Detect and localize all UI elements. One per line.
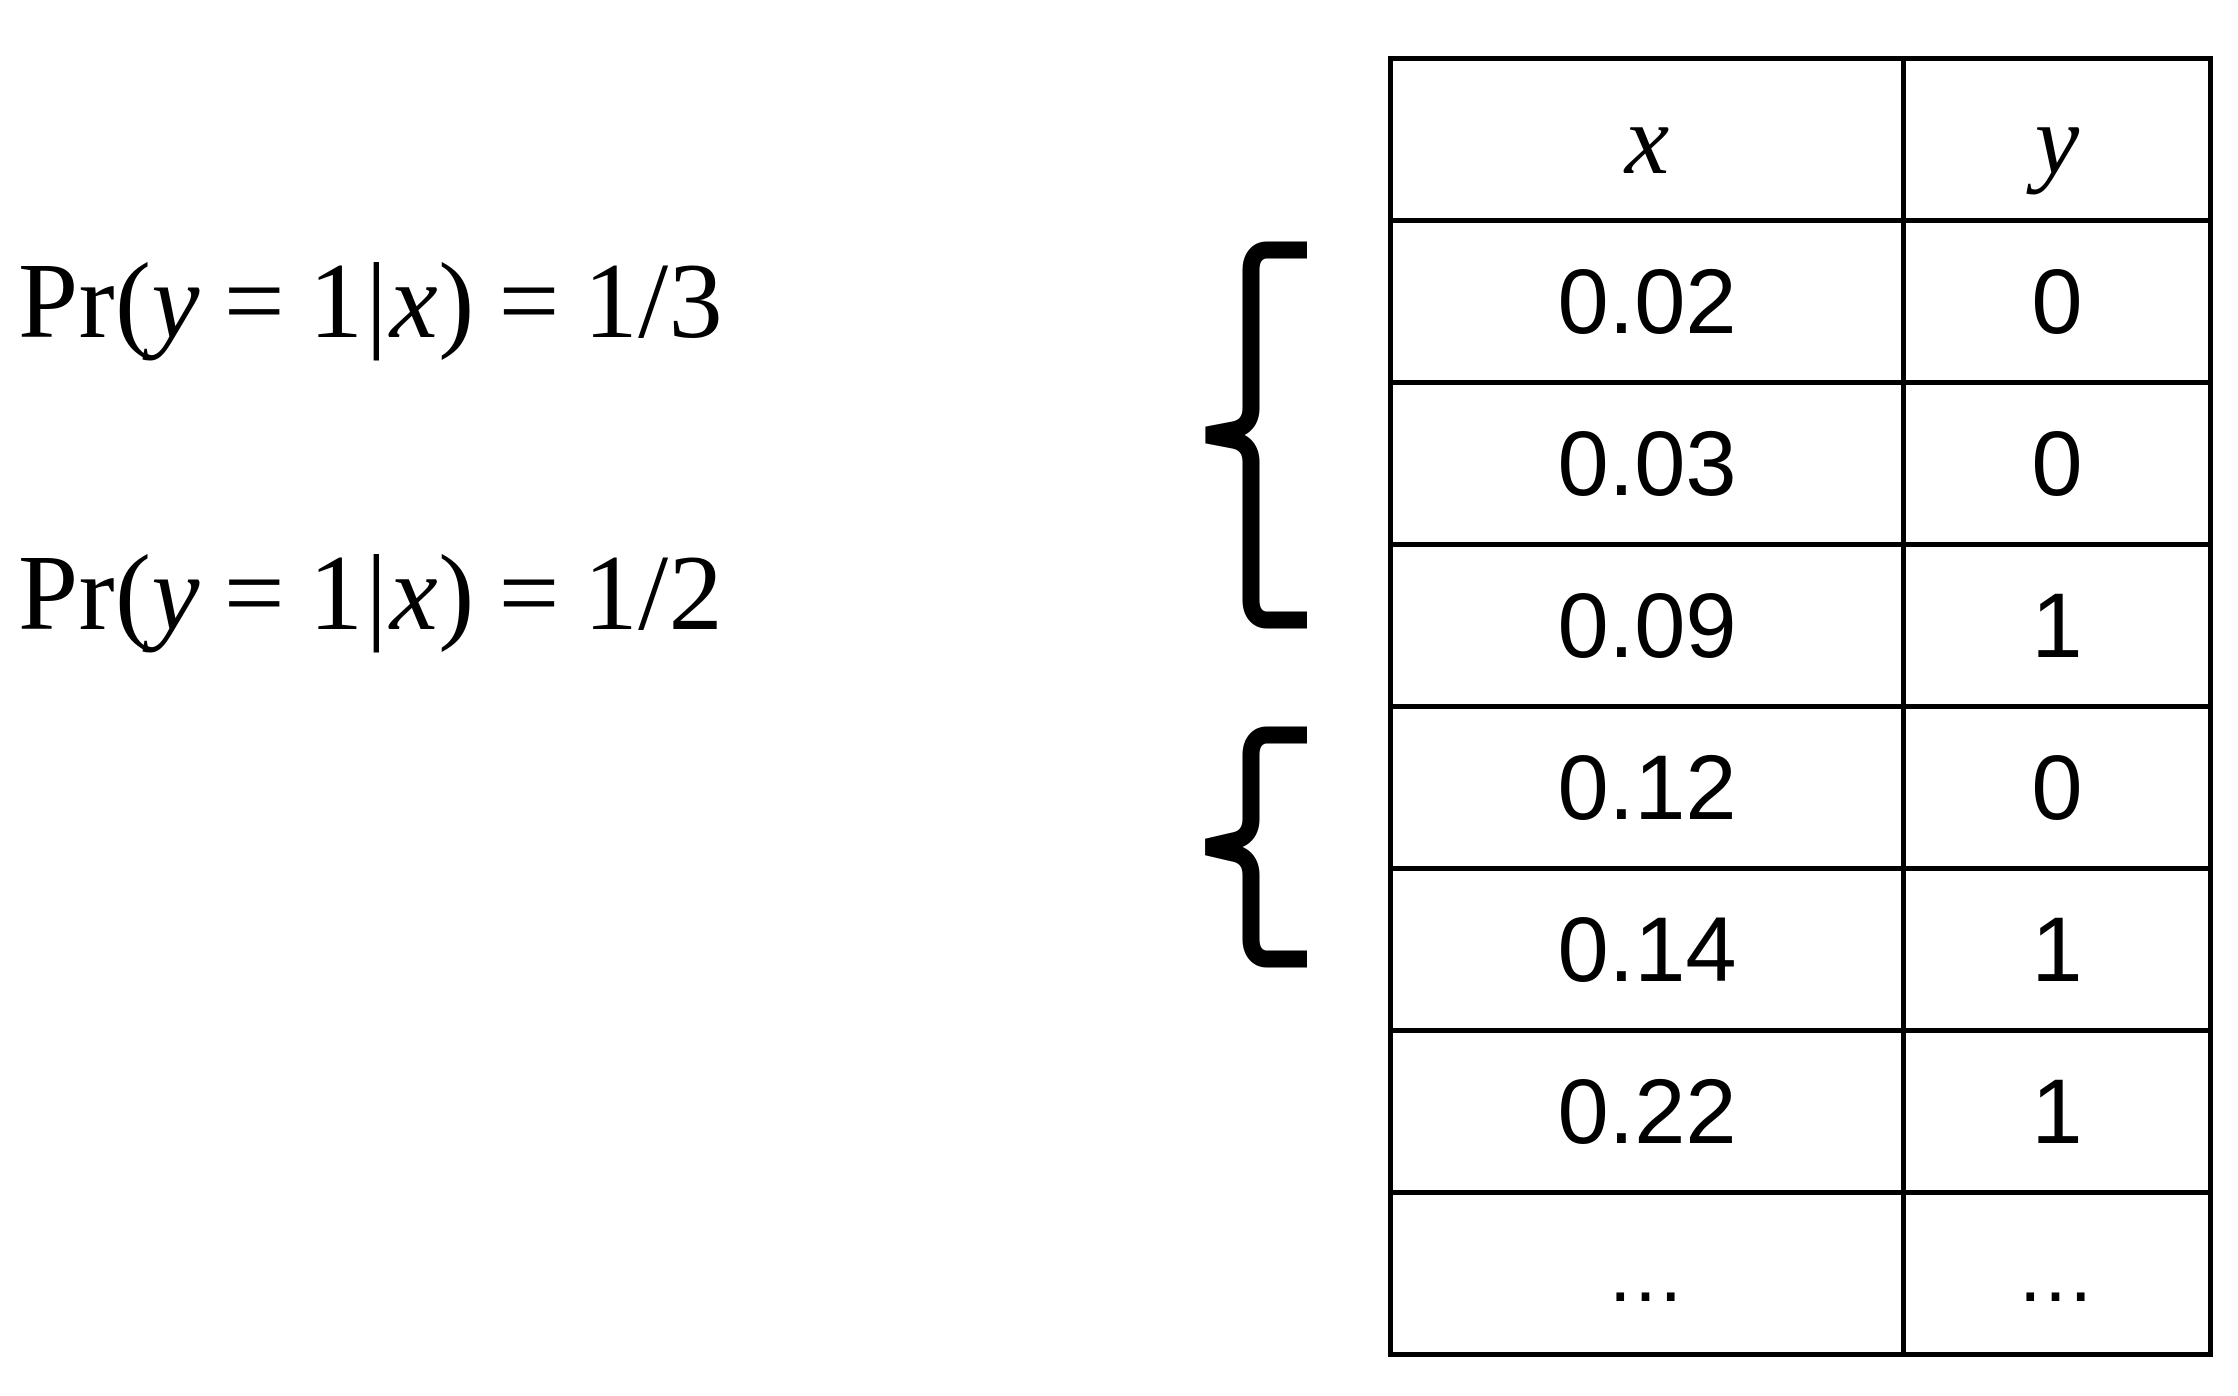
table-row: 0.03 0 <box>1388 380 2213 547</box>
equals-sign-2b: = <box>498 534 560 653</box>
conditional-bar-2: | <box>365 534 388 653</box>
cell-x: 0.12 <box>1388 704 1906 871</box>
data-table: x y 0.02 0 0.03 0 0.09 1 0.12 0 0.14 <box>1388 56 2213 1357</box>
cell-y: 1 <box>1901 542 2213 709</box>
conditioning-variable-2: x <box>389 534 439 653</box>
probability-value-2: 1/2 <box>583 534 724 653</box>
table-header-row: x y <box>1388 56 2213 223</box>
table-row: 0.14 1 <box>1388 866 2213 1033</box>
conditional-bar-1: | <box>365 242 388 361</box>
cell-x: 0.14 <box>1388 866 1906 1033</box>
response-variable-2: y <box>151 534 200 653</box>
table-row: 0.09 1 <box>1388 542 2213 709</box>
cell-y: 1 <box>1901 866 2213 1033</box>
open-paren-1: ( <box>115 242 152 361</box>
table-row-ellipsis: ... ... <box>1388 1190 2213 1357</box>
table-row: 0.22 1 <box>1388 1028 2213 1195</box>
cell-x: 0.02 <box>1388 218 1906 385</box>
probability-expression-2: Pr(y=1|x)=1/2 <box>18 540 723 648</box>
cell-x-ellipsis: ... <box>1388 1190 1906 1357</box>
equals-sign-1a: = <box>223 242 286 361</box>
column-header-y: y <box>1901 56 2213 223</box>
response-variable-1: y <box>151 242 200 361</box>
equals-sign-2a: = <box>223 534 286 653</box>
cell-y: 0 <box>1901 380 2213 547</box>
value-one-2: 1 <box>308 534 364 653</box>
close-paren-2: ) <box>438 534 475 653</box>
probability-expression-1: Pr(y=1|x)=1/3 <box>18 248 723 356</box>
cell-y-ellipsis: ... <box>1901 1190 2213 1357</box>
column-header-x: x <box>1388 56 1906 223</box>
probability-function-label-2: Pr <box>18 534 116 653</box>
value-one-1: 1 <box>308 242 364 361</box>
left-curly-brace-icon-2 <box>1195 725 1315 970</box>
table-row: 0.02 0 <box>1388 218 2213 385</box>
close-paren-1: ) <box>438 242 475 361</box>
cell-y: 0 <box>1901 704 2213 871</box>
cell-x: 0.03 <box>1388 380 1906 547</box>
probability-function-label: Pr <box>18 242 116 361</box>
conditioning-variable-1: x <box>389 242 439 361</box>
table-row: 0.12 0 <box>1388 704 2213 871</box>
left-curly-brace-icon-1 <box>1195 240 1315 635</box>
open-paren-2: ( <box>115 534 152 653</box>
cell-y: 0 <box>1901 218 2213 385</box>
cell-x: 0.22 <box>1388 1028 1906 1195</box>
cell-y: 1 <box>1901 1028 2213 1195</box>
probability-value-1: 1/3 <box>583 242 724 361</box>
cell-x: 0.09 <box>1388 542 1906 709</box>
equals-sign-1b: = <box>498 242 560 361</box>
